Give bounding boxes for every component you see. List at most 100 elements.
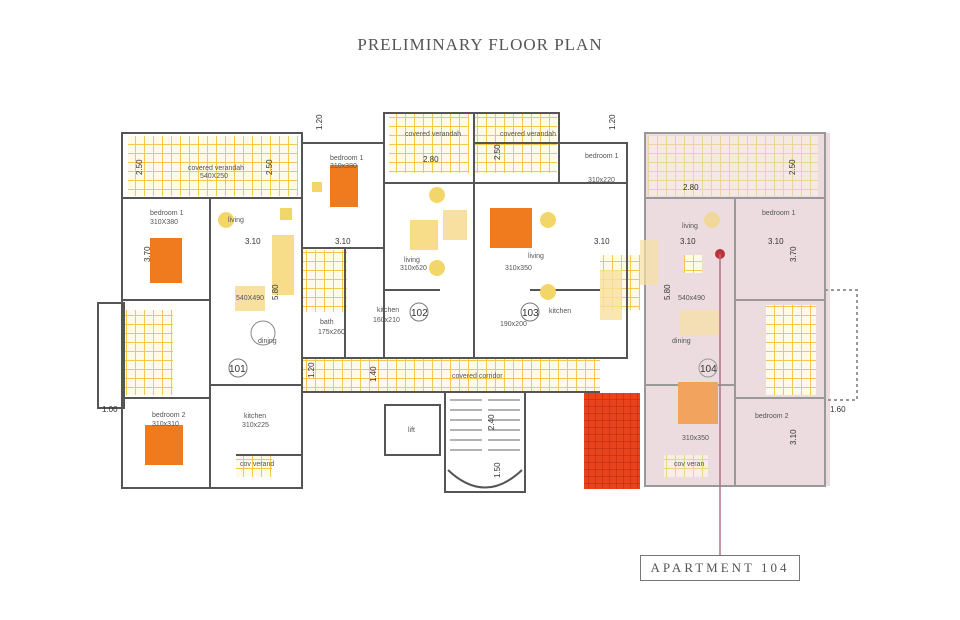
dimension: 2.50 xyxy=(788,159,797,175)
room-label: bedroom 2 xyxy=(152,412,186,419)
room-size: 310x220 xyxy=(588,177,615,184)
room-label: bedroom 1 xyxy=(762,210,796,217)
furniture xyxy=(145,165,720,465)
room-label: bedroom 1 xyxy=(330,155,364,162)
bed-icon xyxy=(678,382,718,424)
walls xyxy=(97,112,858,493)
dimension: 3.10 xyxy=(789,429,798,445)
bed-icon xyxy=(490,208,532,248)
dimension: 2.80 xyxy=(683,183,699,192)
room-label: cov veran xyxy=(674,461,704,468)
stair-highlight-block xyxy=(584,393,640,489)
room-label: living xyxy=(404,257,420,264)
chair-icon xyxy=(429,260,445,276)
dimensions: 2.50 2.50 1.20 1.20 3.10 3.10 3.10 3.10 … xyxy=(102,114,846,478)
room-label: bedroom 1 xyxy=(585,153,619,160)
apartment-104-label-text: APARTMENT 104 xyxy=(650,560,790,575)
stair-treads xyxy=(447,399,523,489)
bed-icon xyxy=(330,165,358,207)
nightstand-icon xyxy=(312,182,322,192)
room-label: kitchen xyxy=(244,413,266,420)
verandah-102-floor xyxy=(389,113,469,173)
room-label: lift xyxy=(408,427,415,434)
chair-icon xyxy=(218,212,234,228)
room-label: kitchen xyxy=(549,308,571,315)
room-label: bath xyxy=(320,319,334,326)
sofa-icon xyxy=(680,310,720,335)
room-size: 310x350 xyxy=(682,435,709,442)
corridor-floor xyxy=(302,358,600,392)
room-size: 310x620 xyxy=(400,265,427,272)
room-labels: covered verandah 540X250 bedroom 1 310X3… xyxy=(150,131,796,468)
dimension: 2.50 xyxy=(493,144,502,160)
dimension: 3.10 xyxy=(245,237,261,246)
room-label: dining xyxy=(258,338,277,345)
chair-icon xyxy=(540,284,556,300)
bath-101-floor xyxy=(123,310,173,395)
dining-table-icon xyxy=(250,320,276,346)
dimension: 3.10 xyxy=(335,237,351,246)
room-label: dining xyxy=(672,338,691,345)
unit-numbers: 101 102 103 104 xyxy=(228,302,718,378)
dimension: 3.10 xyxy=(680,237,696,246)
cov-verand-101-floor xyxy=(236,455,272,477)
sofa-icon xyxy=(272,235,294,295)
cov-verand-104-floor xyxy=(664,455,708,477)
apartment-104-label[interactable]: APARTMENT 104 xyxy=(640,555,800,581)
dimension: 1.50 xyxy=(493,462,502,478)
room-label: kitchen xyxy=(377,307,399,314)
nightstand-icon xyxy=(280,208,292,220)
bath-104-floor xyxy=(766,305,816,395)
room-label: covered verandah xyxy=(500,131,556,138)
sofa-icon xyxy=(600,270,622,320)
room-size: 160x210 xyxy=(373,317,400,324)
room-label: living xyxy=(528,253,544,260)
sofa-icon xyxy=(443,210,467,240)
dimension: 2.50 xyxy=(135,159,144,175)
dimension: 2.80 xyxy=(423,155,439,164)
dimension: 5.80 xyxy=(663,284,672,300)
page-title: PRELIMINARY FLOOR PLAN xyxy=(357,35,603,54)
dimension: 1.00 xyxy=(102,405,118,414)
room-label: cov verand xyxy=(240,461,274,468)
room-label: bedroom 2 xyxy=(755,413,789,420)
sofa-icon xyxy=(410,220,438,250)
dimension: 1.20 xyxy=(307,362,316,378)
room-size: 310x225 xyxy=(242,422,269,429)
table-icon xyxy=(684,255,702,273)
room-label: covered verandah xyxy=(188,165,244,172)
room-size: 175x260 xyxy=(318,329,345,336)
dimension: 1.20 xyxy=(608,114,617,130)
room-size: 310x380 xyxy=(330,163,357,170)
room-size: 540X250 xyxy=(200,173,228,180)
unit-number: 101 xyxy=(229,364,246,375)
dimension: 2.40 xyxy=(487,414,496,430)
chair-icon xyxy=(429,187,445,203)
dimension: 1.20 xyxy=(315,114,324,130)
dimension: 3.70 xyxy=(143,246,152,262)
room-size: 540x490 xyxy=(678,295,705,302)
unit-number: 104 xyxy=(700,364,717,375)
room-label: covered verandah xyxy=(405,131,461,138)
room-label: bedroom 1 xyxy=(150,210,184,217)
dimension: 5.80 xyxy=(271,284,280,300)
bed-icon xyxy=(150,238,182,283)
unit-number: 102 xyxy=(411,308,428,319)
dimension: 3.10 xyxy=(768,237,784,246)
unit-number: 103 xyxy=(522,308,539,319)
sofa-icon xyxy=(235,286,265,311)
room-size: 310x310 xyxy=(152,421,179,428)
verandah-104-floor xyxy=(648,136,818,196)
bath-102-floor xyxy=(303,250,347,312)
chair-icon xyxy=(540,212,556,228)
room-label: covered corridor xyxy=(452,373,503,380)
chair-icon xyxy=(704,212,720,228)
dimension: 3.70 xyxy=(789,246,798,262)
dimension: 2.50 xyxy=(265,159,274,175)
room-label: living xyxy=(228,217,244,224)
dimension: 3.10 xyxy=(594,237,610,246)
room-size: 310x350 xyxy=(505,265,532,272)
room-size: 540X490 xyxy=(236,295,264,302)
dimension: 1.40 xyxy=(369,366,378,382)
